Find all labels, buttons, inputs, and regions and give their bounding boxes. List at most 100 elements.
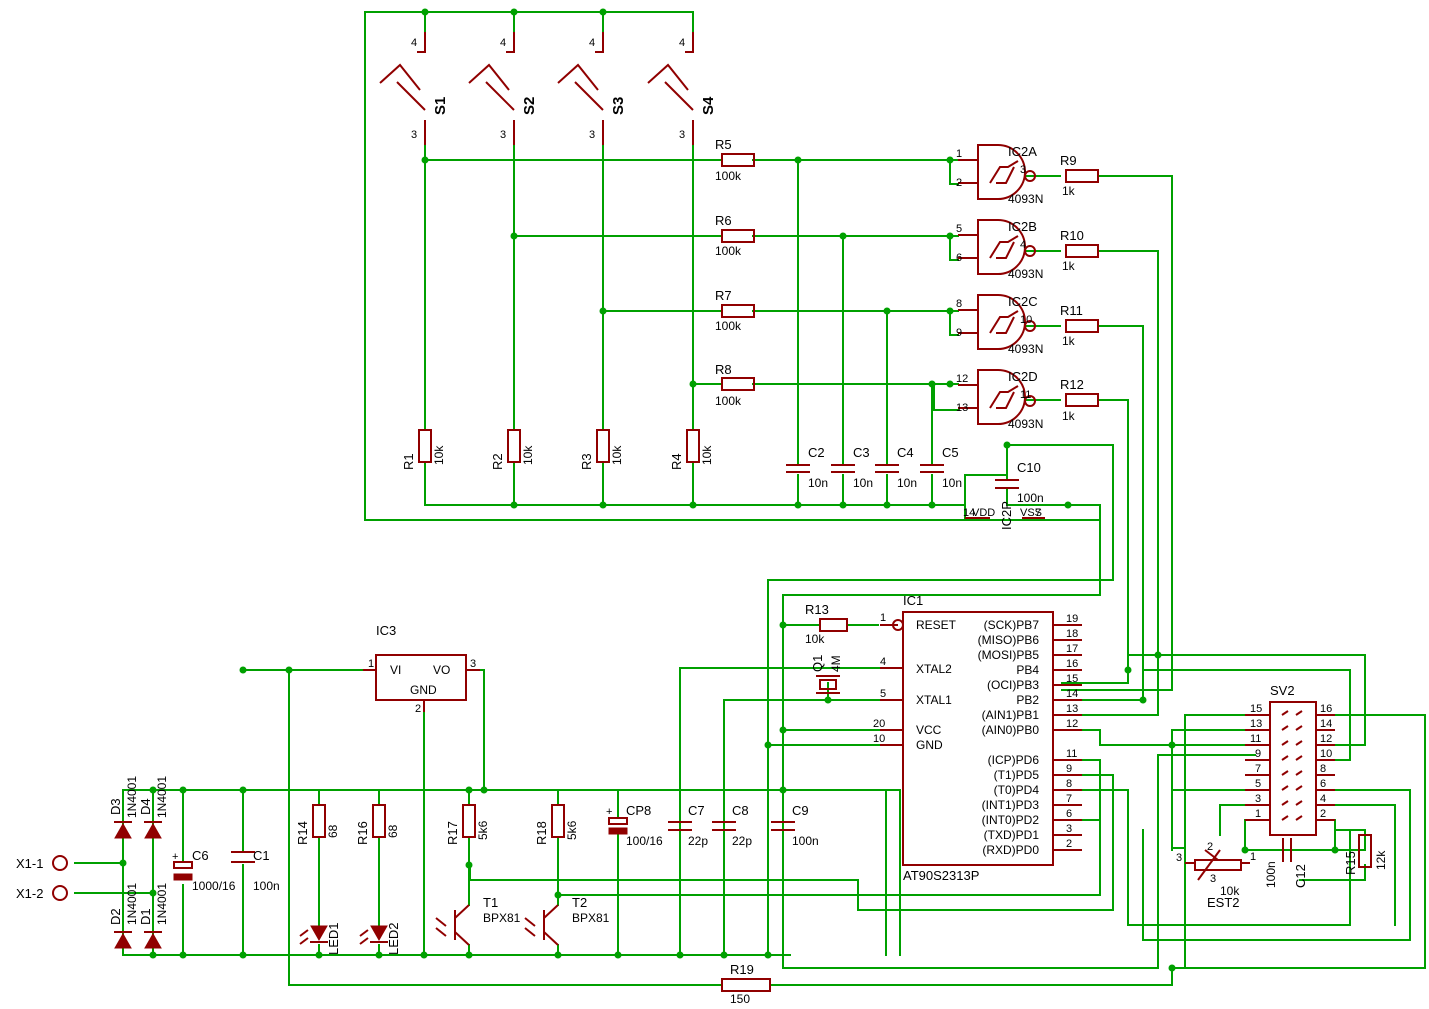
resistor-r17: R17 5k6: [445, 804, 490, 845]
svg-text:D4: D4: [138, 798, 153, 815]
svg-text:(AIN0)PB0: (AIN0)PB0: [982, 723, 1040, 737]
svg-text:D3: D3: [108, 798, 123, 815]
svg-text:C9: C9: [792, 803, 809, 818]
wires: [74, 11, 1426, 986]
svg-text:C3: C3: [853, 445, 870, 460]
svg-text:12: 12: [1320, 733, 1332, 745]
resistor-r15: R15 12k: [1343, 834, 1388, 875]
svg-text:VCC: VCC: [916, 723, 942, 737]
svg-text:11: 11: [1250, 733, 1261, 745]
diode-d4: D4 1N4001: [138, 776, 169, 839]
svg-text:(INT0)PD2: (INT0)PD2: [982, 813, 1040, 827]
svg-text:S1: S1: [432, 97, 449, 115]
svg-text:1N4001: 1N4001: [125, 776, 139, 818]
svg-text:S2: S2: [521, 97, 538, 115]
svg-text:X1-2: X1-2: [16, 886, 43, 901]
svg-text:10k: 10k: [700, 445, 714, 465]
svg-text:R8: R8: [715, 362, 732, 377]
svg-text:IC2B: IC2B: [1008, 219, 1037, 234]
phototransistor-t2: T2 BPX81: [524, 895, 610, 946]
resistor-r13: R13 10k: [805, 602, 848, 646]
svg-text:11: 11: [1020, 389, 1031, 401]
svg-text:13: 13: [1250, 718, 1262, 730]
svg-text:1N4001: 1N4001: [155, 883, 169, 925]
svg-text:5k6: 5k6: [565, 820, 579, 840]
svg-text:BPX81: BPX81: [483, 911, 521, 925]
svg-text:9: 9: [1255, 748, 1261, 760]
svg-text:2: 2: [415, 703, 421, 715]
svg-text:1k: 1k: [1062, 334, 1076, 348]
svg-text:VSS: VSS: [1020, 507, 1042, 519]
svg-text:13: 13: [956, 402, 968, 414]
capacitor-c7: C7 22p: [668, 803, 708, 848]
svg-text:15: 15: [1066, 673, 1078, 685]
svg-text:14: 14: [1066, 688, 1078, 700]
svg-text:5: 5: [1255, 778, 1261, 790]
connector-x1: X1-1 X1-2: [16, 855, 68, 901]
svg-text:4093N: 4093N: [1008, 267, 1043, 281]
svg-text:100k: 100k: [715, 394, 742, 408]
phototransistor-t1: T1 BPX81: [435, 895, 521, 946]
svg-text:4093N: 4093N: [1008, 417, 1043, 431]
diode-d2: D2 1N4001: [108, 883, 139, 949]
svg-text:100k: 100k: [715, 244, 742, 258]
switch-s2: 4 3 S2: [468, 32, 538, 145]
svg-text:4: 4: [880, 656, 886, 668]
svg-text:VI: VI: [390, 663, 401, 677]
svg-text:C6: C6: [192, 848, 209, 863]
svg-text:R11: R11: [1060, 303, 1083, 318]
svg-text:3: 3: [1210, 873, 1216, 885]
svg-text:VDD: VDD: [972, 507, 995, 519]
svg-text:LED2: LED2: [386, 922, 401, 955]
svg-text:IC2P: IC2P: [999, 501, 1014, 530]
svg-text:(RXD)PD0: (RXD)PD0: [982, 843, 1039, 857]
svg-text:GND: GND: [916, 738, 943, 752]
svg-text:20: 20: [873, 718, 885, 730]
svg-text:100k: 100k: [715, 169, 742, 183]
svg-text:22p: 22p: [732, 834, 752, 848]
svg-text:2: 2: [956, 177, 962, 189]
svg-text:C1: C1: [253, 848, 270, 863]
svg-text:5: 5: [880, 688, 886, 700]
svg-text:14: 14: [963, 507, 975, 519]
svg-text:AT90S2313P: AT90S2313P: [903, 868, 979, 883]
svg-text:10n: 10n: [808, 476, 828, 490]
svg-text:EST2: EST2: [1207, 895, 1240, 910]
resistor-r4: R4 10k: [669, 429, 714, 470]
svg-text:C7: C7: [688, 803, 705, 818]
svg-text:10k: 10k: [610, 445, 624, 465]
svg-text:2: 2: [1320, 808, 1326, 820]
svg-text:12k: 12k: [1374, 850, 1388, 870]
svg-text:1k: 1k: [1062, 184, 1076, 198]
svg-text:10k: 10k: [521, 445, 535, 465]
svg-text:R18: R18: [534, 821, 549, 845]
svg-text:12: 12: [956, 373, 968, 385]
svg-text:T2: T2: [572, 895, 587, 910]
svg-text:100/16: 100/16: [626, 834, 663, 848]
svg-text:(ICP)PD6: (ICP)PD6: [988, 753, 1040, 767]
svg-text:1N4001: 1N4001: [125, 883, 139, 925]
svg-text:6: 6: [956, 252, 962, 264]
svg-text:1000/16: 1000/16: [192, 879, 236, 893]
resistor-r9: R9 1k: [1060, 153, 1099, 198]
svg-text:100k: 100k: [715, 319, 742, 333]
svg-text:10n: 10n: [942, 476, 962, 490]
switch-s1: 4 3 S1: [379, 32, 449, 145]
ic2-power: 14 VDD VSS 7 IC2P: [963, 501, 1045, 530]
svg-text:1: 1: [956, 148, 962, 160]
svg-text:6: 6: [1320, 778, 1326, 790]
crystal-q1: Q1 4M: [810, 655, 843, 694]
svg-text:VO: VO: [433, 663, 450, 677]
capacitor-c10: C10 100n: [995, 460, 1044, 505]
svg-text:D2: D2: [108, 908, 123, 925]
svg-text:3: 3: [500, 129, 506, 141]
gate-ic2b: 5 6 4 IC2B 4093N: [956, 219, 1043, 281]
svg-text:C10: C10: [1017, 460, 1041, 475]
svg-text:12: 12: [1066, 718, 1078, 730]
svg-text:(OCI)PB3: (OCI)PB3: [987, 678, 1039, 692]
svg-text:10n: 10n: [897, 476, 917, 490]
svg-text:IC1: IC1: [903, 593, 923, 608]
capacitor-c8: C8 22p: [712, 803, 752, 848]
resistor-r12: R12 1k: [1060, 377, 1099, 423]
connector-sv2: SV2 15 13 11 9 7 5 3 1 16 14 12 10 8 6 4…: [1245, 683, 1335, 836]
